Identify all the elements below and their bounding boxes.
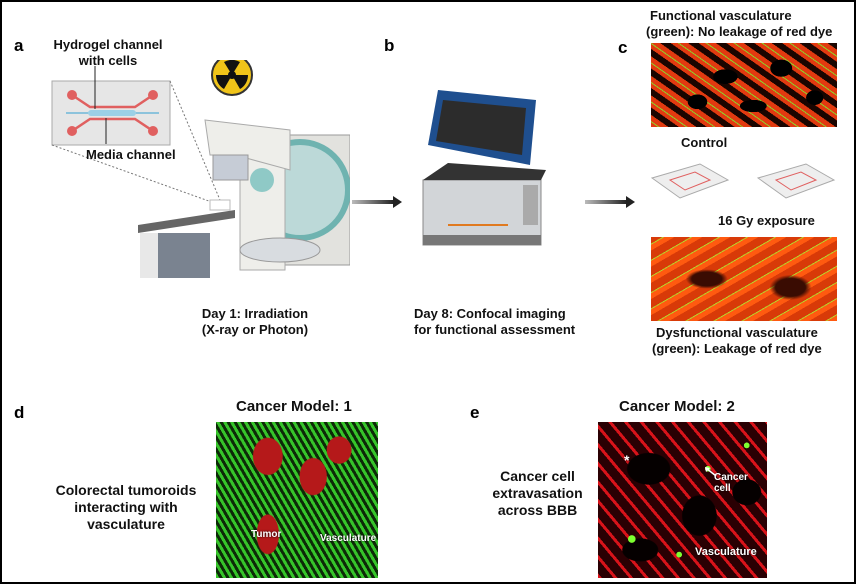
tumoroid-confocal-image: Tumor Vasculature [216, 422, 378, 578]
cancer-cell-label: Cancer cell [714, 472, 748, 494]
extravasation-label-line2: extravasation [492, 485, 583, 501]
cancer-cell-arrow-icon [705, 467, 717, 477]
tumoroid-label-line3: vasculature [87, 516, 165, 532]
control-label: Control [681, 135, 728, 150]
dysfunctional-vasculature-label: Dysfunctional vasculature (green): Leaka… [652, 325, 852, 357]
extravasation-label: Cancer cell extravasation across BBB [480, 468, 595, 519]
day1-caption-line1: Day 1: Irradiation [201, 306, 309, 321]
dysfunctional-label-line2: (green): Leakage of red dye [652, 341, 822, 356]
irradiated-confocal-image [651, 237, 837, 321]
exposure-label: 16 Gy exposure [718, 213, 815, 228]
arrow-a-to-b [352, 196, 402, 208]
panel-label-e: e [470, 403, 480, 422]
hydrogel-channel-label: Hydrogel channel with cells [53, 37, 163, 68]
tumor-label: Tumor [251, 529, 282, 540]
vasculature-label-e: Vasculature [695, 546, 757, 558]
day1-caption: Day 1: Irradiation (X-ray or Photon) [180, 306, 330, 338]
bbb-confocal-image: * Cancer cell Vasculature [598, 422, 767, 578]
panel-label-b: b [384, 36, 395, 55]
extravasation-label-line1: Cancer cell [500, 468, 575, 484]
confocal-microscope-illustration [422, 90, 546, 246]
tumoroid-label-line2: interacting with [74, 499, 178, 515]
media-channel-label: Media channel [86, 147, 176, 162]
chip-pair-illustration [650, 163, 836, 199]
panel-label-a: a [14, 36, 24, 55]
cancer-model-1-title: Cancer Model: 1 [236, 398, 352, 415]
day8-caption-line2: for functional assessment [414, 322, 576, 337]
cancer-cell-line2: cell [714, 483, 731, 494]
panel-label-d: d [14, 403, 25, 422]
panel-label-c: c [618, 38, 628, 57]
tumoroid-label-line1: Colorectal tumoroids [55, 482, 197, 498]
microfluidic-chip-inset [51, 66, 221, 206]
cancer-cell-line1: Cancer [714, 472, 748, 483]
linear-accelerator [138, 119, 350, 278]
dysfunctional-label-line1: Dysfunctional vasculature [656, 325, 818, 340]
vasculature-label-d: Vasculature [320, 533, 377, 544]
irradiation-illustration [51, 60, 350, 278]
day1-caption-line2: (X-ray or Photon) [201, 322, 309, 337]
day8-caption: Day 8: Confocal imaging for functional a… [414, 306, 594, 338]
functional-vasculature-label: Functional vasculature (green): No leaka… [646, 8, 851, 40]
functional-label-line2: (green): No leakage of red dye [646, 24, 833, 39]
radiation-icon [211, 60, 253, 96]
arrow-b-to-c [585, 196, 635, 208]
control-confocal-image [651, 43, 837, 127]
functional-label-line1: Functional vasculature [650, 8, 792, 23]
colorectal-tumoroids-label: Colorectal tumoroids interacting with va… [40, 482, 212, 533]
day8-caption-line1: Day 8: Confocal imaging [414, 306, 566, 321]
asterisk-marker: * [624, 452, 630, 468]
extravasation-label-line3: across BBB [497, 502, 578, 518]
cancer-model-2-title: Cancer Model: 2 [619, 398, 735, 415]
